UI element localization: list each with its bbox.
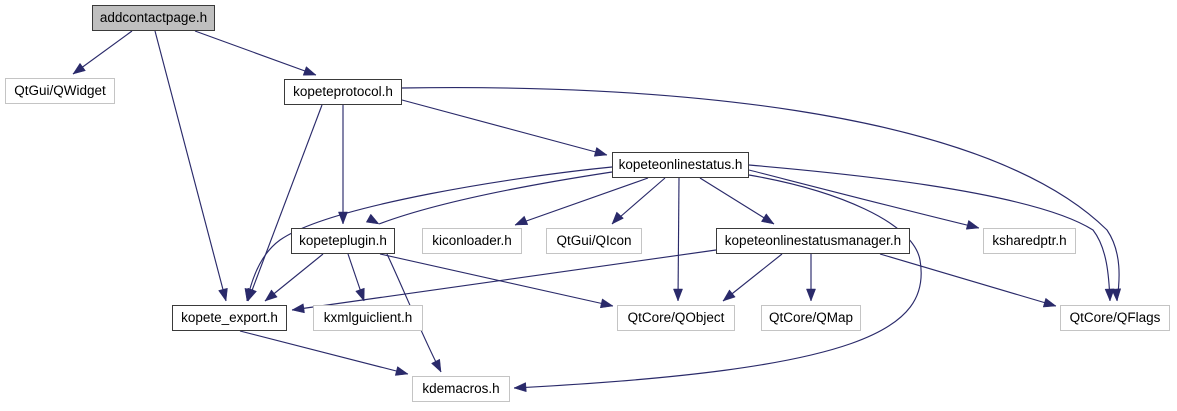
graph-edge	[247, 104, 323, 302]
graph-node-label: QtCore/QObject	[627, 310, 725, 326]
graph-edge-arrowhead	[760, 213, 775, 225]
graph-edge	[291, 249, 717, 311]
graph-edge-arrowhead	[1111, 288, 1122, 302]
graph-edge-arrowhead	[338, 211, 348, 225]
graph-node-label: QtCore/QFlags	[1069, 310, 1161, 326]
graph-edge	[154, 30, 227, 302]
graph-edge-arrowhead	[593, 147, 608, 157]
graph-node-label: kiconloader.h	[432, 233, 512, 249]
graph-edge	[879, 253, 1057, 307]
graph-edge	[677, 177, 680, 302]
graph-node-label: QtGui/QWidget	[14, 83, 106, 99]
graph-edge-arrowhead	[599, 298, 614, 309]
graph-node-qtgui_qicon[interactable]: QtGui/QIcon	[546, 228, 642, 254]
graph-node-label: kopeteonlinestatus.h	[618, 157, 743, 173]
graph-node-kopeteonlinestatus[interactable]: kopeteonlinestatus.h	[612, 152, 749, 178]
graph-edge	[264, 253, 324, 302]
graph-edge-arrowhead	[394, 366, 409, 376]
graph-node-kxmlguiclient[interactable]: kxmlguiclient.h	[313, 305, 423, 331]
graph-edge	[379, 253, 614, 307]
graph-edge	[722, 253, 783, 302]
graph-edge	[378, 171, 613, 225]
graph-edge	[513, 174, 922, 389]
graph-edge-arrowhead	[1042, 297, 1057, 308]
graph-edge-arrowhead	[264, 289, 278, 302]
graph-edge-arrowhead	[513, 382, 527, 393]
graph-node-kopeteonlinestatusmanager[interactable]: kopeteonlinestatusmanager.h	[716, 228, 910, 254]
graph-edge	[194, 30, 317, 76]
graph-node-label: kopeteplugin.h	[299, 233, 387, 249]
graph-edge	[611, 177, 666, 225]
graph-node-label: addcontactpage.h	[99, 10, 208, 26]
graph-node-label: kopeteonlinestatusmanager.h	[724, 233, 902, 249]
graph-edge-arrowhead	[218, 287, 228, 302]
graph-node-label: kxmlguiclient.h	[323, 310, 413, 326]
graph-edge	[72, 30, 133, 75]
graph-edge	[748, 169, 980, 229]
graph-node-qtcore_qmap[interactable]: QtCore/QMap	[761, 305, 861, 331]
graph-edge-arrowhead	[72, 62, 86, 75]
graph-edge-arrowhead	[722, 289, 736, 302]
graph-node-label: kopeteprotocol.h	[293, 84, 393, 100]
graph-edge	[514, 177, 649, 226]
graph-node-kdemacros[interactable]: kdemacros.h	[412, 376, 510, 402]
graph-edge-arrowhead	[247, 287, 257, 302]
graph-node-kopete_export[interactable]: kopete_export.h	[172, 305, 287, 331]
graph-node-label: QtGui/QIcon	[556, 233, 632, 249]
graph-node-qtcore_qobject[interactable]: QtCore/QObject	[617, 305, 735, 331]
graph-node-kiconloader[interactable]: kiconloader.h	[422, 228, 522, 254]
graph-edge-arrowhead	[965, 219, 980, 230]
graph-edge	[239, 330, 409, 375]
graph-edge-arrowhead	[291, 303, 305, 314]
graph-edge-arrowhead	[514, 215, 529, 226]
graph-edge	[699, 177, 775, 225]
graph-node-label: ksharedptr.h	[992, 233, 1067, 249]
graph-node-label: kdemacros.h	[422, 381, 500, 397]
graph-edge	[401, 99, 608, 156]
graph-edge-arrowhead	[244, 288, 255, 302]
graph-node-qtcore_qflags[interactable]: QtCore/QFlags	[1060, 305, 1170, 331]
graph-edge-arrowhead	[1104, 288, 1115, 302]
graph-edge	[347, 253, 365, 302]
graph-edge-arrowhead	[355, 287, 365, 302]
graph-edge-arrowhead	[806, 288, 816, 302]
graph-node-kopeteplugin[interactable]: kopeteplugin.h	[291, 228, 395, 254]
graph-edge-arrowhead	[365, 213, 380, 225]
graph-node-label: kopete_export.h	[181, 310, 278, 326]
graph-node-kopeteprotocol[interactable]: kopeteprotocol.h	[284, 79, 402, 105]
graph-edge-arrowhead	[302, 66, 317, 76]
graph-node-qtgui_qwidget[interactable]: QtGui/QWidget	[5, 78, 115, 104]
graph-edge-arrowhead	[431, 358, 442, 373]
graph-node-label: QtCore/QMap	[768, 310, 854, 326]
graph-node-ksharedptr[interactable]: ksharedptr.h	[983, 228, 1076, 254]
graph-edge-arrowhead	[611, 211, 624, 225]
graph-edge	[401, 86, 1120, 302]
graph-edge-arrowhead	[673, 288, 683, 302]
graph-node-addcontactpage[interactable]: addcontactpage.h	[92, 5, 215, 31]
